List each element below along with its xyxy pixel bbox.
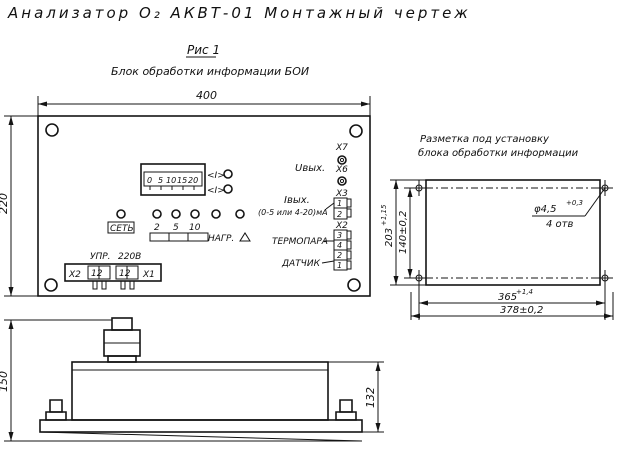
mount-hole-tr bbox=[349, 124, 363, 138]
range-buttons: 2 5 10 bbox=[149, 209, 245, 242]
dim-220-text: 220 bbox=[0, 193, 10, 214]
hole-tolerance: +0,3 bbox=[566, 199, 583, 207]
x3-pin-2: 2 bbox=[337, 210, 342, 219]
label-sensor: ДАТЧИК bbox=[281, 259, 321, 269]
figure-label: Рис 1 bbox=[187, 43, 220, 57]
label-net: СЕТЬ bbox=[110, 224, 134, 234]
label-x2-right: X2 bbox=[335, 221, 348, 231]
led-net bbox=[116, 209, 126, 219]
mount-hole-br bbox=[347, 278, 361, 292]
indicator-display: 0 5 10 15 20 bbox=[140, 163, 206, 196]
scale-tick-5: 5 bbox=[158, 176, 163, 185]
mount-hole-tl bbox=[45, 123, 59, 137]
arrow-indicator-lower: <I> bbox=[207, 186, 225, 196]
label-x6: X6 bbox=[335, 165, 348, 175]
terminal-x2-pins: 12 bbox=[91, 269, 103, 279]
range-10: 10 bbox=[189, 223, 201, 233]
led-lower bbox=[223, 184, 233, 194]
range-2: 2 bbox=[154, 223, 160, 233]
dim-132-text: 132 bbox=[364, 387, 377, 408]
x2-pin-4: 4 bbox=[337, 241, 342, 250]
dim-203-tol: +1,15 bbox=[380, 204, 388, 226]
range-5: 5 bbox=[173, 223, 179, 233]
scale-tick-10: 10 bbox=[166, 176, 176, 185]
connector-block-bottom: X2 12 12 X1 bbox=[64, 263, 162, 290]
x3-pin-1: 1 bbox=[337, 199, 342, 208]
x2-pin-2: 2 bbox=[337, 251, 342, 260]
label-x3: X3 bbox=[335, 189, 348, 199]
threshold-indicators: <I> <I> bbox=[207, 169, 233, 196]
label-220v: 220В bbox=[118, 252, 141, 262]
label-iout: Iвых. bbox=[284, 195, 310, 206]
dim-365-text: 365 bbox=[498, 292, 517, 303]
scale-tick-20: 20 bbox=[188, 176, 198, 185]
mounting-title-line1: Разметка под установку bbox=[420, 134, 550, 145]
dim-400-text: 400 bbox=[196, 89, 217, 102]
connector-x2-right: 3 4 2 1 bbox=[333, 229, 352, 271]
hole-count: 4 отв bbox=[546, 219, 573, 230]
dim-203-text: 203 bbox=[384, 228, 395, 247]
mounting-layout: Разметка под установку блока обработки и… bbox=[380, 134, 614, 320]
label-iout-range: (0-5 или 4-20)мА bbox=[258, 208, 328, 217]
arrow-indicator-upper: <I> bbox=[207, 171, 225, 181]
led-upper bbox=[223, 169, 233, 179]
x2-pin-3: 3 bbox=[337, 231, 342, 240]
mount-hole-bl bbox=[44, 278, 58, 292]
drawing-title: Анализатор O₂ АКВТ-01 Монтажный чертеж bbox=[7, 4, 471, 22]
label-uout: Uвых. bbox=[295, 163, 325, 174]
label-load: НАГР. bbox=[208, 234, 234, 244]
dim-150-text: 150 bbox=[0, 371, 10, 392]
label-x2: X2 bbox=[68, 270, 81, 280]
figure-subtitle: Блок обработки информации БОИ bbox=[111, 65, 309, 78]
mounting-title-line2: блока обработки информации bbox=[418, 147, 579, 159]
label-thermocouple: ТЕРМОПАРА bbox=[272, 237, 328, 247]
terminal-x1-pins: 12 bbox=[119, 269, 131, 279]
dim-140-text: 140±0,2 bbox=[398, 211, 409, 254]
dimension-width-400: 400 bbox=[37, 89, 371, 116]
label-x1: X1 bbox=[142, 270, 155, 280]
connector-x3: 1 2 bbox=[333, 197, 352, 220]
dimension-height-220: 220 bbox=[0, 115, 38, 297]
x2-pin-1: 1 bbox=[337, 261, 342, 270]
side-view: 150 132 bbox=[0, 317, 384, 442]
front-panel bbox=[37, 115, 371, 297]
dim-378-text: 378±0,2 bbox=[500, 305, 543, 316]
hole-diameter: φ4,5 bbox=[534, 204, 557, 215]
label-upr: УПР. bbox=[90, 252, 111, 262]
scale-tick-0: 0 bbox=[147, 176, 152, 185]
scale-tick-15: 15 bbox=[177, 176, 187, 185]
label-x7: X7 bbox=[335, 143, 348, 153]
warning-triangle-icon bbox=[239, 232, 251, 242]
dim-365-tol: +1,4 bbox=[516, 288, 533, 296]
